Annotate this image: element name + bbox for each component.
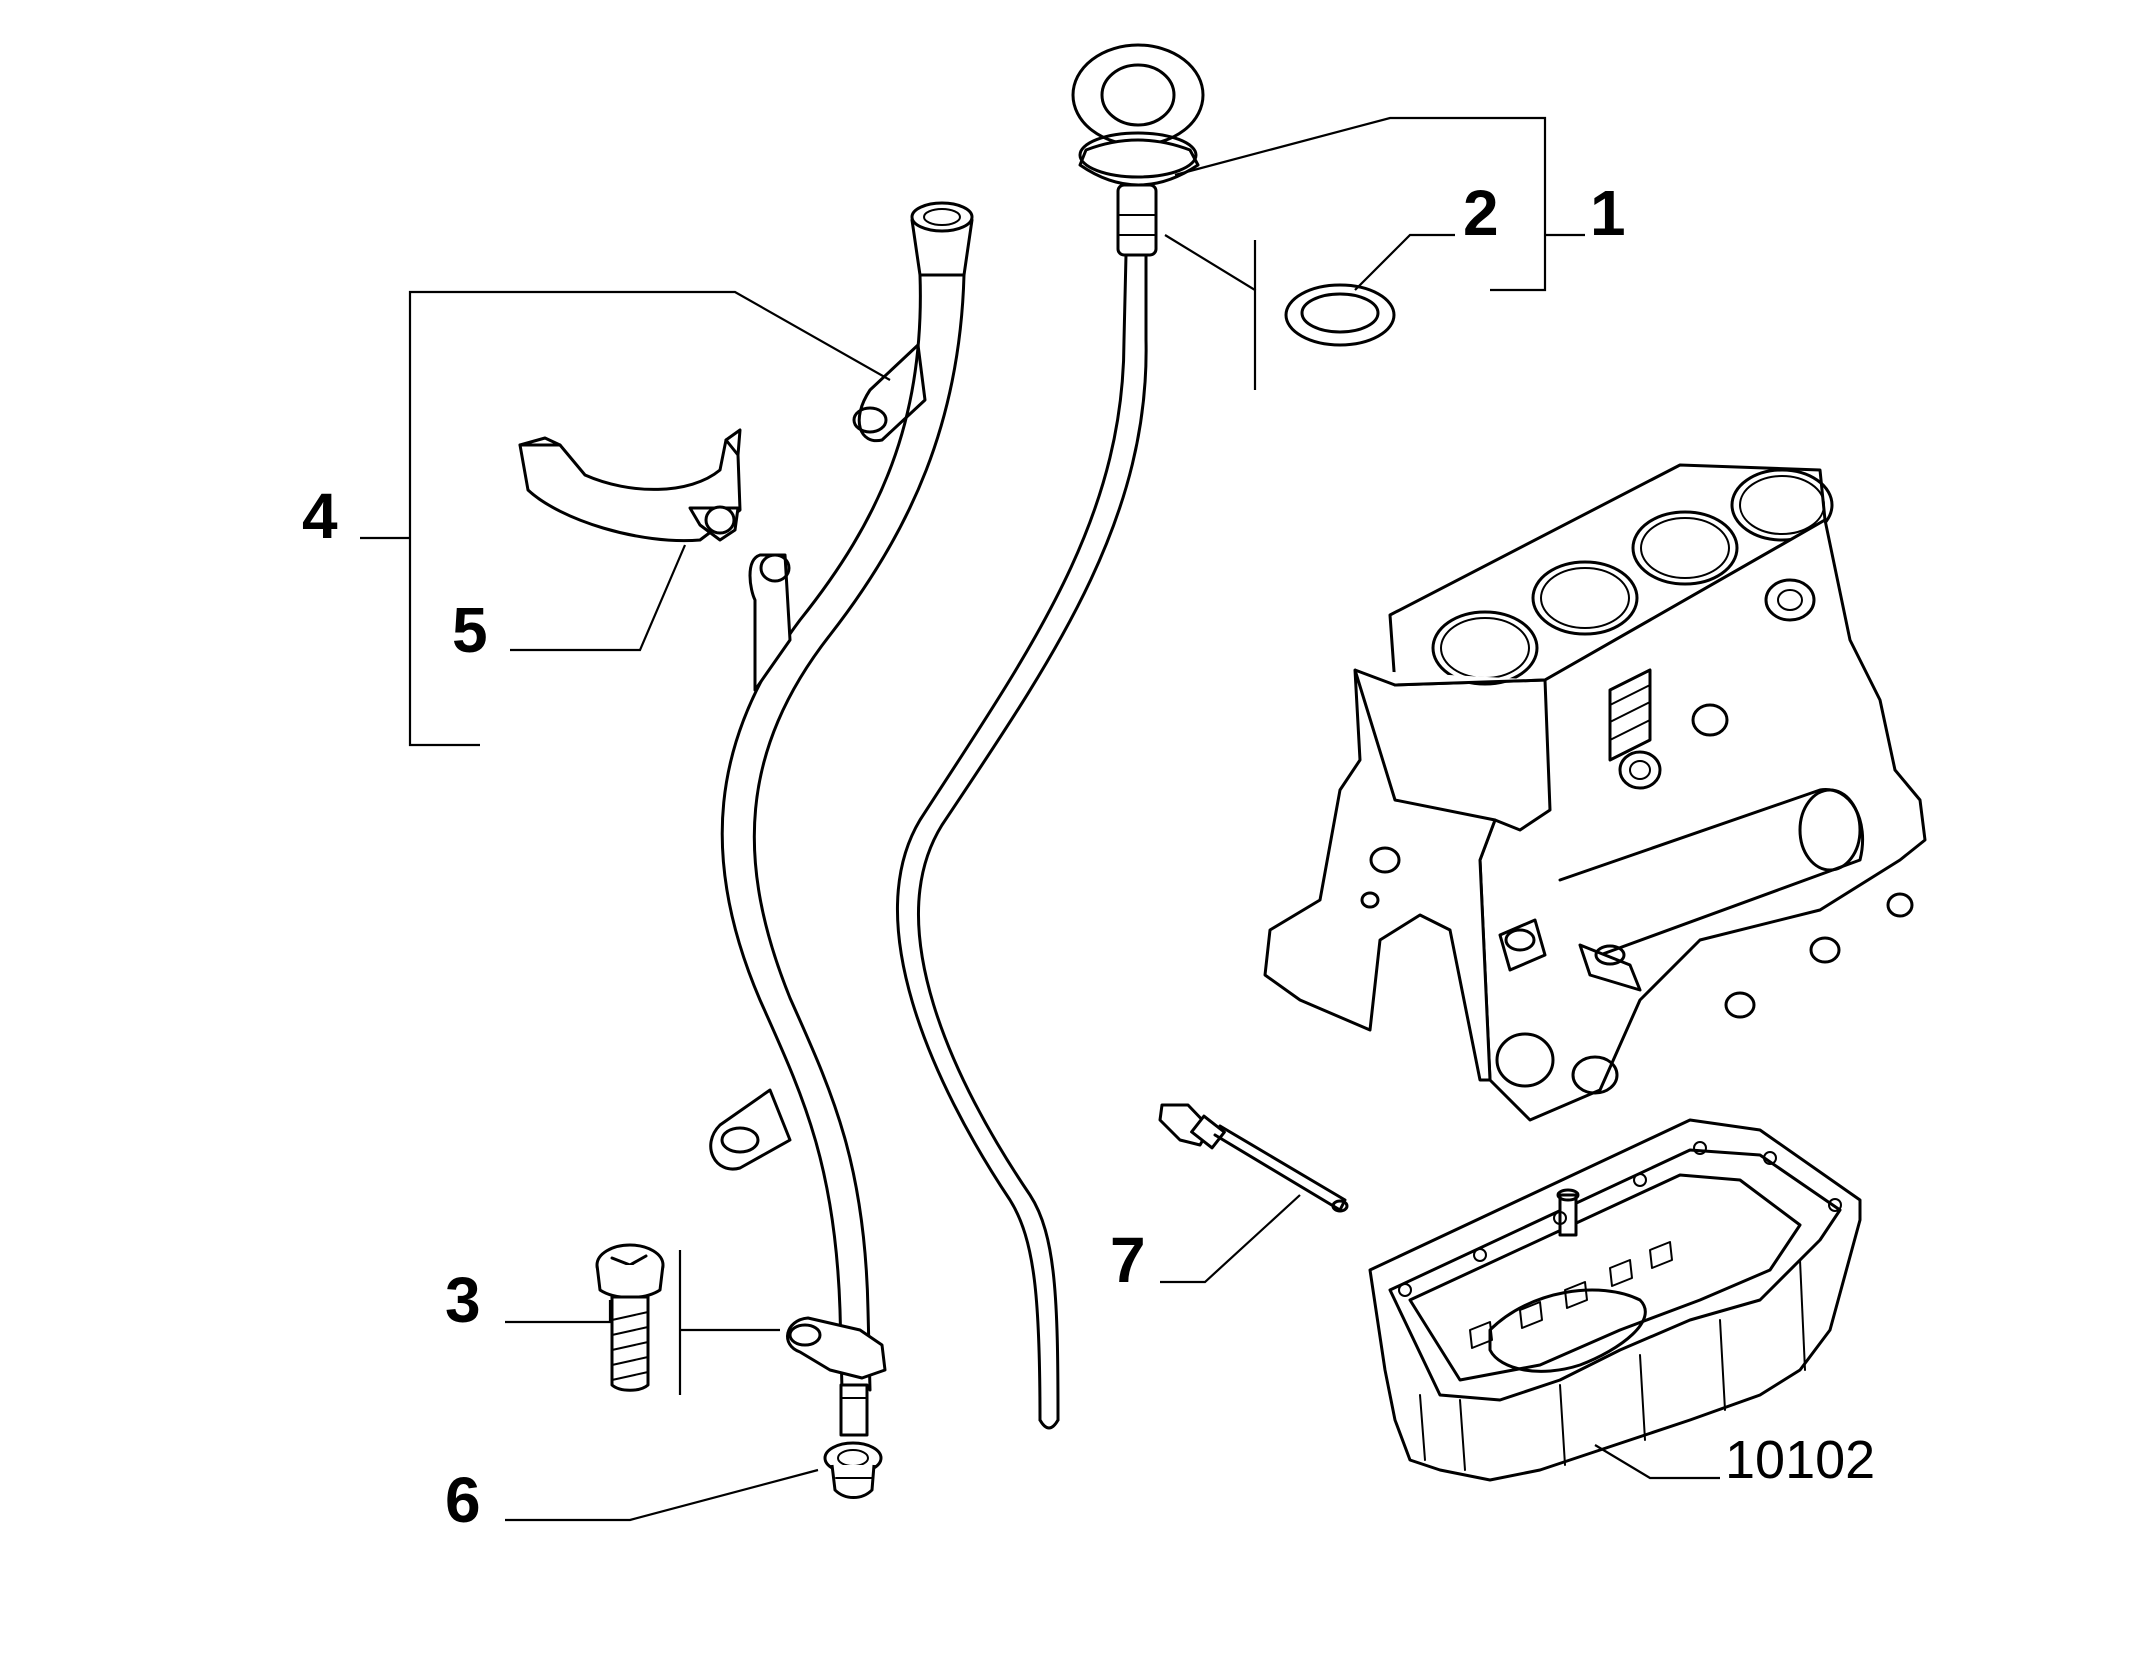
cylinder-bore-2 [1531, 560, 1639, 636]
oil-pan-outline [1368, 1118, 1862, 1482]
guide-tube-right-edge [752, 273, 966, 1392]
guide-tube-mid-tab [748, 553, 792, 692]
dipstick-rod-right-edge [917, 253, 1148, 1422]
dipstick-collar [1116, 183, 1158, 257]
oil-pan-pickup [1558, 1193, 1578, 1237]
dipstick-guide-tube [709, 201, 974, 1437]
bolt-shank [610, 1295, 650, 1392]
guide-tube-left-edge [720, 273, 922, 1392]
guide-tube-funnel-top [910, 201, 974, 233]
callout-6: 6 [445, 1464, 481, 1536]
leader-5 [510, 544, 687, 652]
dipstick-ring-outer [1071, 43, 1205, 147]
bolt-head-side [595, 1264, 665, 1299]
block-port-3 [1764, 578, 1816, 622]
callout-1: 1 [1590, 177, 1626, 249]
oil-level-sensor [1158, 1103, 1349, 1213]
leader-lines [360, 116, 1720, 1522]
mounting-bolt [595, 1243, 665, 1392]
callout-labels: 1 2 3 4 5 6 7 10102 [302, 177, 1875, 1536]
oil-pan-inner-sump [1408, 1173, 1802, 1382]
dipstick-cap-rim [1078, 131, 1198, 179]
dipstick-rod-tip [1038, 1418, 1060, 1430]
leader-3 [505, 1300, 612, 1324]
oil-pan-baffle [1488, 1288, 1647, 1373]
leader-7 [1160, 1194, 1301, 1284]
dipstick-ring-inner [1100, 63, 1176, 127]
leader-1-bracket [1174, 116, 1547, 292]
leader-2 [1354, 233, 1455, 291]
block-crank-bore [1495, 1032, 1555, 1088]
engine-block-side [1263, 668, 1497, 1082]
cylinder-bore-3 [1631, 510, 1739, 586]
guide-tube-upper-bracket [857, 343, 927, 443]
engine-block-front-face [1354, 518, 1927, 1122]
dipstick-rod-left-edge [896, 253, 1128, 1422]
leader-4-bracket [408, 290, 891, 747]
cylinder-bore-1 [1431, 610, 1539, 686]
engine-block [1263, 463, 1927, 1122]
callout-5: 5 [452, 594, 488, 666]
sensor-probe [1213, 1124, 1347, 1212]
leader-2-dipstick [1164, 234, 1257, 390]
tube-grommet [823, 1441, 883, 1499]
block-vent-slots [1608, 668, 1652, 762]
callout-2: 2 [1463, 177, 1499, 249]
oil-pan [1368, 1118, 1862, 1482]
block-gallery-end [1798, 788, 1862, 872]
leader-10102 [1594, 1444, 1720, 1480]
block-port-1 [1618, 750, 1662, 790]
o-ring-seal [1284, 283, 1396, 347]
oil-pan-rim [1388, 1148, 1842, 1402]
tube-clip [518, 428, 742, 543]
block-port-2 [1691, 703, 1729, 737]
guide-tube-bottom-flange [786, 1316, 887, 1380]
guide-tube-funnel [910, 218, 974, 277]
leader-6 [505, 1468, 819, 1522]
callout-7: 7 [1110, 1224, 1146, 1296]
callout-4: 4 [302, 480, 338, 552]
guide-tube-spigot [839, 1383, 869, 1437]
reference-number: 10102 [1725, 1430, 1875, 1490]
cylinder-bore-4 [1730, 468, 1834, 542]
callout-3: 3 [445, 1264, 481, 1336]
dipstick-assembly [896, 43, 1205, 1430]
